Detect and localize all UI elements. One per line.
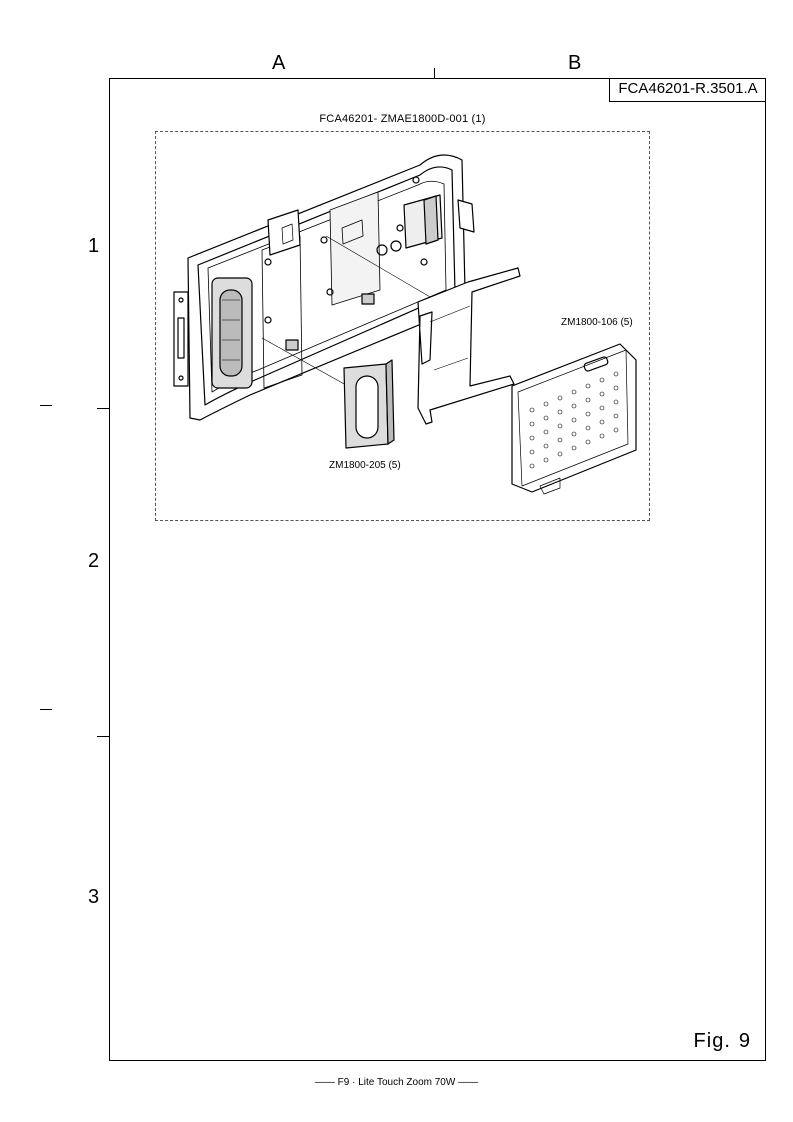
margin-mark-2 [40,709,52,710]
document-code: FCA46201-R.3501.A [609,78,766,102]
row-label-3: 3 [88,886,100,908]
assembly-title: FCA46201- ZMAE1800D-001 (1) [319,113,486,125]
figure-prefix: Fig. [693,1030,731,1052]
margin-mark-1 [40,405,52,406]
column-label-b: B [568,52,582,74]
page-footer: —— F9 · Lite Touch Zoom 70W —— [314,1077,479,1088]
cushion-part [343,359,395,449]
part-label-cover-plate: ZM1800-106 (5) [561,317,633,328]
row-label-2: 2 [88,550,100,572]
part-label-cushion: ZM1800-205 (5) [329,460,401,471]
flex-sheet [417,267,521,425]
figure-number: 9 [738,1030,751,1052]
row-divider-tick-1 [97,408,109,409]
row-label-1: 1 [88,235,100,257]
row-divider-tick-2 [97,736,109,737]
figure-label: Fig. 9 [694,1030,751,1053]
column-label-a: A [272,52,286,74]
drawing-frame [109,78,766,1061]
assembly-group-box [155,131,650,521]
cover-plate-part [511,343,637,495]
back-housing [173,154,475,421]
column-divider-tick [434,68,435,78]
